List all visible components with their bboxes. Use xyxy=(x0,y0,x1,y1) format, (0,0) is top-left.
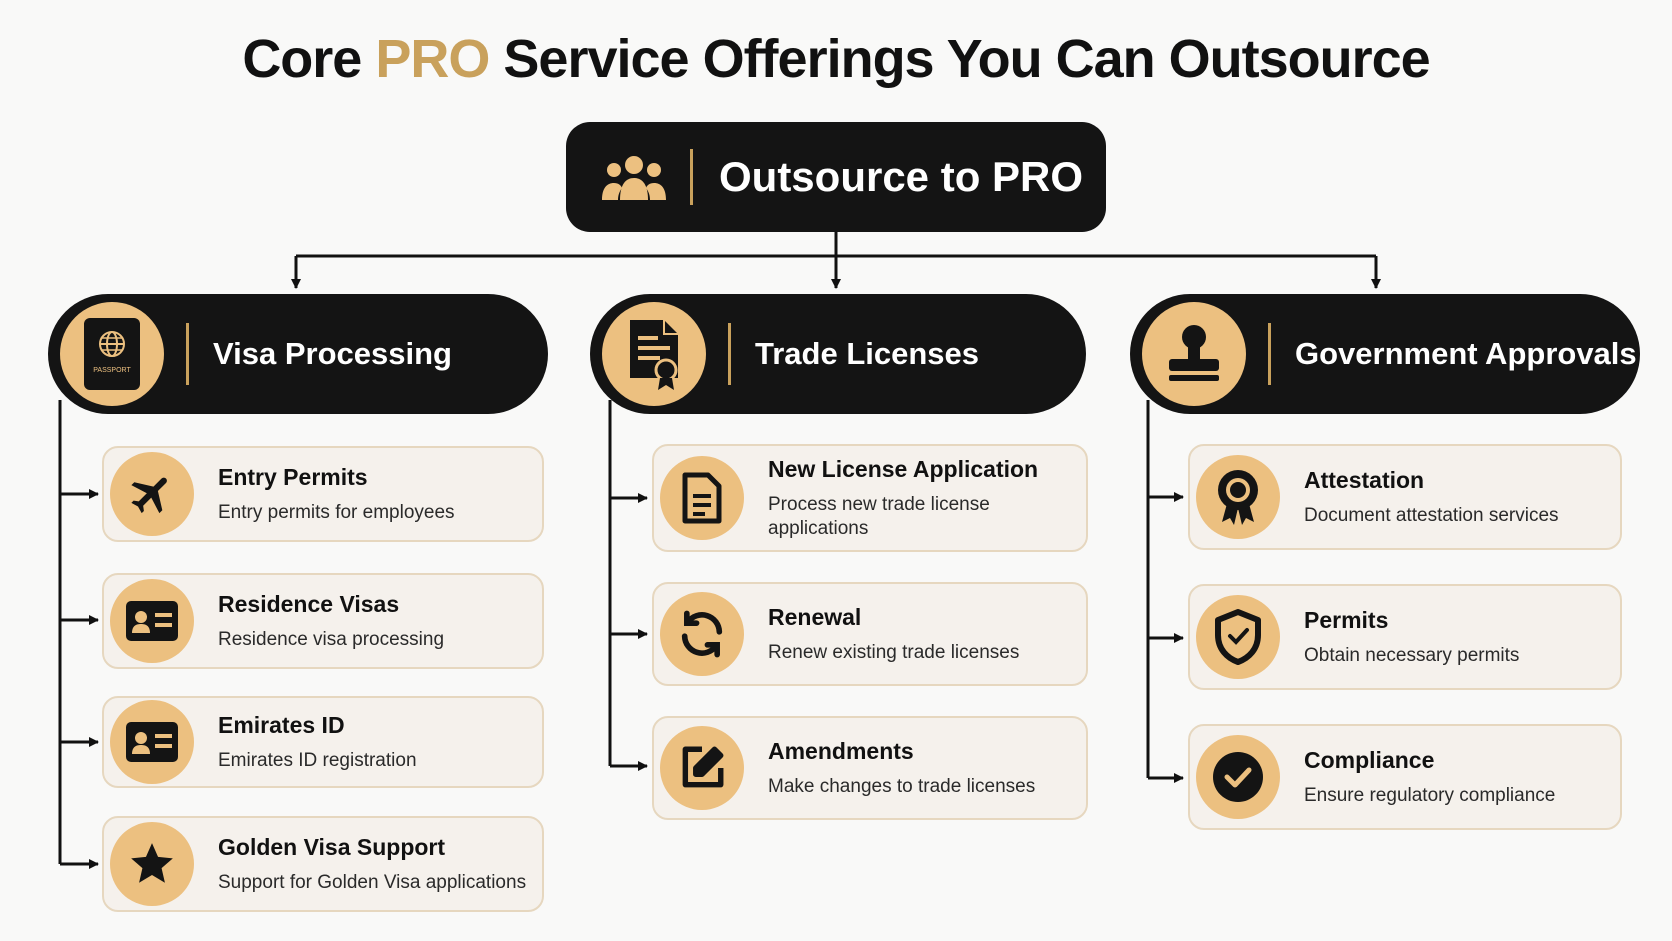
card-icon-circle xyxy=(660,592,744,676)
category-visa-processing: PASSPORT Visa Processing xyxy=(48,294,548,414)
category-government-approvals: Government Approvals xyxy=(1130,294,1640,414)
page-title: Core PRO Service Offerings You Can Outso… xyxy=(0,28,1672,90)
root-node: Outsource to PRO xyxy=(566,122,1106,232)
id-card-icon xyxy=(126,601,178,641)
card-golden-visa-support: Golden Visa Support Support for Golden V… xyxy=(102,816,544,912)
refresh-icon xyxy=(681,610,723,658)
category-separator xyxy=(1268,323,1271,385)
card-description: Entry permits for employees xyxy=(218,501,455,523)
card-title: Residence Visas xyxy=(218,590,400,617)
card-icon-circle xyxy=(1196,735,1280,819)
card-description: Emirates ID registration xyxy=(218,749,417,771)
card-entry-permits: Entry Permits Entry permits for employee… xyxy=(102,446,544,542)
card-description: Make changes to trade licenses xyxy=(768,775,1036,797)
card-description: Renew existing trade licenses xyxy=(768,641,1020,663)
title-suffix: Service Offerings You Can Outsource xyxy=(503,29,1430,89)
category-title: Trade Licenses xyxy=(755,336,980,371)
people-group-icon xyxy=(602,156,666,200)
card-title: Amendments xyxy=(768,737,914,764)
category-icon-circle: PASSPORT xyxy=(60,302,164,406)
card-title: Entry Permits xyxy=(218,463,368,490)
card-emirates-id: Emirates ID Emirates ID registration xyxy=(102,696,544,788)
category-icon-circle xyxy=(602,302,706,406)
card-icon-circle xyxy=(660,726,744,810)
license-certificate-icon xyxy=(630,320,678,390)
card-description: Process new trade license applications xyxy=(768,493,990,539)
card-description: Obtain necessary permits xyxy=(1304,644,1520,666)
category-separator xyxy=(728,323,731,385)
category-icon-circle xyxy=(1142,302,1246,406)
card-icon-circle xyxy=(1196,455,1280,539)
card-permits: Permits Obtain necessary permits xyxy=(1188,584,1622,690)
card-description: Support for Golden Visa applications xyxy=(218,871,527,893)
card-description: Document attestation services xyxy=(1304,504,1559,526)
card-renewal: Renewal Renew existing trade licenses xyxy=(652,582,1088,686)
card-icon-circle xyxy=(110,822,194,906)
card-residence-visas: Residence Visas Residence visa processin… xyxy=(102,573,544,669)
card-attestation: Attestation Document attestation service… xyxy=(1188,444,1622,550)
category-title: Government Approvals xyxy=(1295,336,1637,371)
card-icon-circle xyxy=(110,700,194,784)
title-accent: PRO xyxy=(375,29,490,89)
category-separator xyxy=(186,323,189,385)
passport-icon-text: PASSPORT xyxy=(93,367,131,374)
passport-icon: PASSPORT xyxy=(84,318,140,390)
document-icon xyxy=(682,472,722,524)
card-title: Emirates ID xyxy=(218,711,345,738)
shield-check-icon xyxy=(1215,609,1261,665)
star-icon xyxy=(131,843,173,883)
card-icon-circle xyxy=(110,579,194,663)
card-icon-circle xyxy=(660,456,744,540)
title-prefix: Core xyxy=(242,29,362,89)
root-title: Outsource to PRO xyxy=(719,153,1084,200)
award-badge-icon xyxy=(1218,470,1258,525)
edit-icon xyxy=(682,746,724,788)
category-trade-licenses: Trade Licenses xyxy=(590,294,1086,414)
card-icon-circle xyxy=(1196,595,1280,679)
card-title: Permits xyxy=(1304,606,1389,633)
card-title: Compliance xyxy=(1304,746,1435,773)
card-amendments: Amendments Make changes to trade license… xyxy=(652,716,1088,820)
card-new-license-application: New License Application Process new trad… xyxy=(652,444,1088,552)
card-icon-circle xyxy=(110,452,194,536)
check-circle-icon xyxy=(1213,752,1263,802)
category-title: Visa Processing xyxy=(213,336,452,371)
card-title: Renewal xyxy=(768,603,862,630)
root-separator xyxy=(690,149,693,205)
card-title: New License Application xyxy=(768,455,1039,482)
card-title: Golden Visa Support xyxy=(218,833,446,860)
card-description: Ensure regulatory compliance xyxy=(1304,784,1556,806)
card-compliance: Compliance Ensure regulatory compliance xyxy=(1188,724,1622,830)
card-description: Residence visa processing xyxy=(218,628,445,650)
card-title: Attestation xyxy=(1304,466,1425,493)
airplane-icon xyxy=(131,477,167,514)
id-card-icon xyxy=(126,722,178,762)
stamp-icon xyxy=(1169,325,1219,381)
